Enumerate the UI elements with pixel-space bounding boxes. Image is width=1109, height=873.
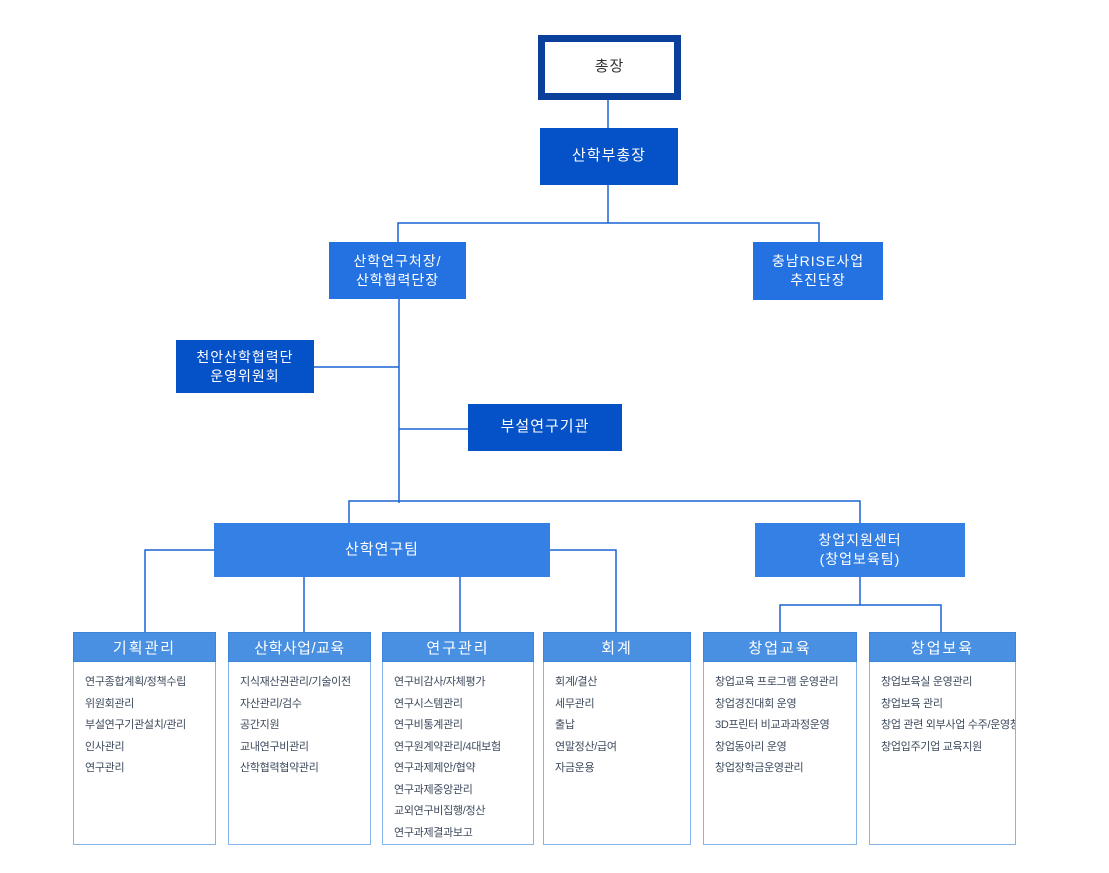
dept-item: 창업경진대회 운영: [715, 697, 797, 710]
dept-item: 교내연구비관리: [240, 740, 309, 753]
dept-item: 연구과제제안/협약: [394, 762, 476, 774]
node-startup-center-label: 창업지원센터 (창업보육팀): [818, 532, 902, 567]
node-rise-project: 충남RISE사업 추진단장: [753, 242, 883, 300]
dept-item: 산학협력협약관리: [240, 762, 319, 774]
dept-item: 위원회관리: [85, 697, 135, 710]
node-cheonan-committee: 천안산학협력단 운영위원회: [176, 340, 314, 393]
dept-item: 창업 관련 외부사업 수주/운영창: [881, 719, 1016, 731]
node-research-director: 산학연구처장/ 산학협력단장: [329, 242, 466, 299]
dept-item: 3D프린터 비교과과정운영: [715, 719, 830, 731]
node-research-team: 산학연구팀: [214, 523, 550, 577]
connector-startup-split: [779, 604, 942, 633]
dept-item: 자금운용: [555, 762, 595, 774]
dept-item: 교외연구비집행/정산: [394, 805, 486, 817]
node-president-label: 총장: [594, 58, 625, 76]
dept-business-education-title: 산학사업/교육: [254, 639, 345, 657]
dept-item: 부설연구기관설치/관리: [85, 719, 186, 731]
dept-startup-education-header: 창업교육: [703, 632, 857, 662]
dept-accounting-title: 회계: [601, 639, 633, 657]
dept-item: 지식재산권관리/기술이전: [240, 676, 351, 688]
dept-item: 출납: [555, 719, 575, 731]
dept-item: 창업입주기업 교육지원: [881, 740, 982, 753]
node-research-team-label: 산학연구팀: [344, 540, 419, 558]
dept-item: 연구비통계관리: [394, 719, 463, 731]
dept-item: 창업동아리 운영: [715, 740, 787, 753]
connector-team-to-accounting: [550, 549, 617, 633]
dept-research-management-header: 연구관리: [382, 632, 534, 662]
node-vice-president-label: 산학부총장: [571, 147, 646, 165]
connector-level3-branch: [397, 222, 820, 242]
node-annex-institute: 부설연구기관: [468, 404, 622, 451]
dept-research-management-title: 연구관리: [426, 639, 490, 657]
dept-item: 창업보육 관리: [881, 697, 943, 710]
dept-item: 연구과제중앙관리: [394, 783, 473, 796]
dept-item: 창업장학금운영관리: [715, 762, 804, 774]
dept-item: 연말정산/급여: [555, 740, 617, 753]
node-vice-president: 산학부총장: [540, 128, 678, 185]
node-startup-center: 창업지원센터 (창업보육팀): [755, 523, 965, 577]
dept-item: 연구원계약관리/4대보험: [394, 740, 501, 753]
dept-business-education-header: 산학사업/교육: [228, 632, 371, 662]
dept-item: 공간지원: [240, 719, 280, 731]
dept-item: 인사관리: [85, 740, 125, 753]
dept-item: 창업보육실 운영관리: [881, 676, 973, 688]
dept-startup-education-title: 창업교육: [748, 639, 812, 657]
connector-team-to-planning: [144, 549, 214, 633]
dept-item: 창업교육 프로그램 운영관리: [715, 676, 839, 688]
dept-item: 연구시스템관리: [394, 697, 463, 710]
dept-startup-incubation-title: 창업보육: [910, 639, 975, 657]
node-research-director-label: 산학연구처장/ 산학협력단장: [353, 252, 442, 288]
dept-item: 세무관리: [555, 697, 595, 710]
node-annex-institute-label: 부설연구기관: [500, 418, 590, 436]
node-president: 총장: [538, 35, 681, 100]
dept-item: 연구관리: [85, 762, 125, 774]
dept-item: 회계/결산: [555, 676, 598, 688]
dept-item: 자산관리/검수: [240, 697, 302, 710]
connector-teams-branch: [348, 500, 861, 523]
dept-accounting-header: 회계: [543, 632, 691, 662]
dept-planning-header: 기획관리: [73, 632, 216, 662]
node-rise-project-label: 충남RISE사업 추진단장: [771, 253, 865, 288]
dept-startup-incubation-header: 창업보육: [869, 632, 1016, 662]
node-cheonan-committee-label: 천안산학협력단 운영위원회: [196, 348, 294, 384]
dept-item: 연구종합계획/정책수립: [85, 676, 186, 688]
dept-item: 연구과제결과보고: [394, 826, 473, 839]
dept-item: 연구비감사/자체평가: [394, 676, 486, 688]
dept-planning-title: 기획관리: [112, 639, 177, 657]
